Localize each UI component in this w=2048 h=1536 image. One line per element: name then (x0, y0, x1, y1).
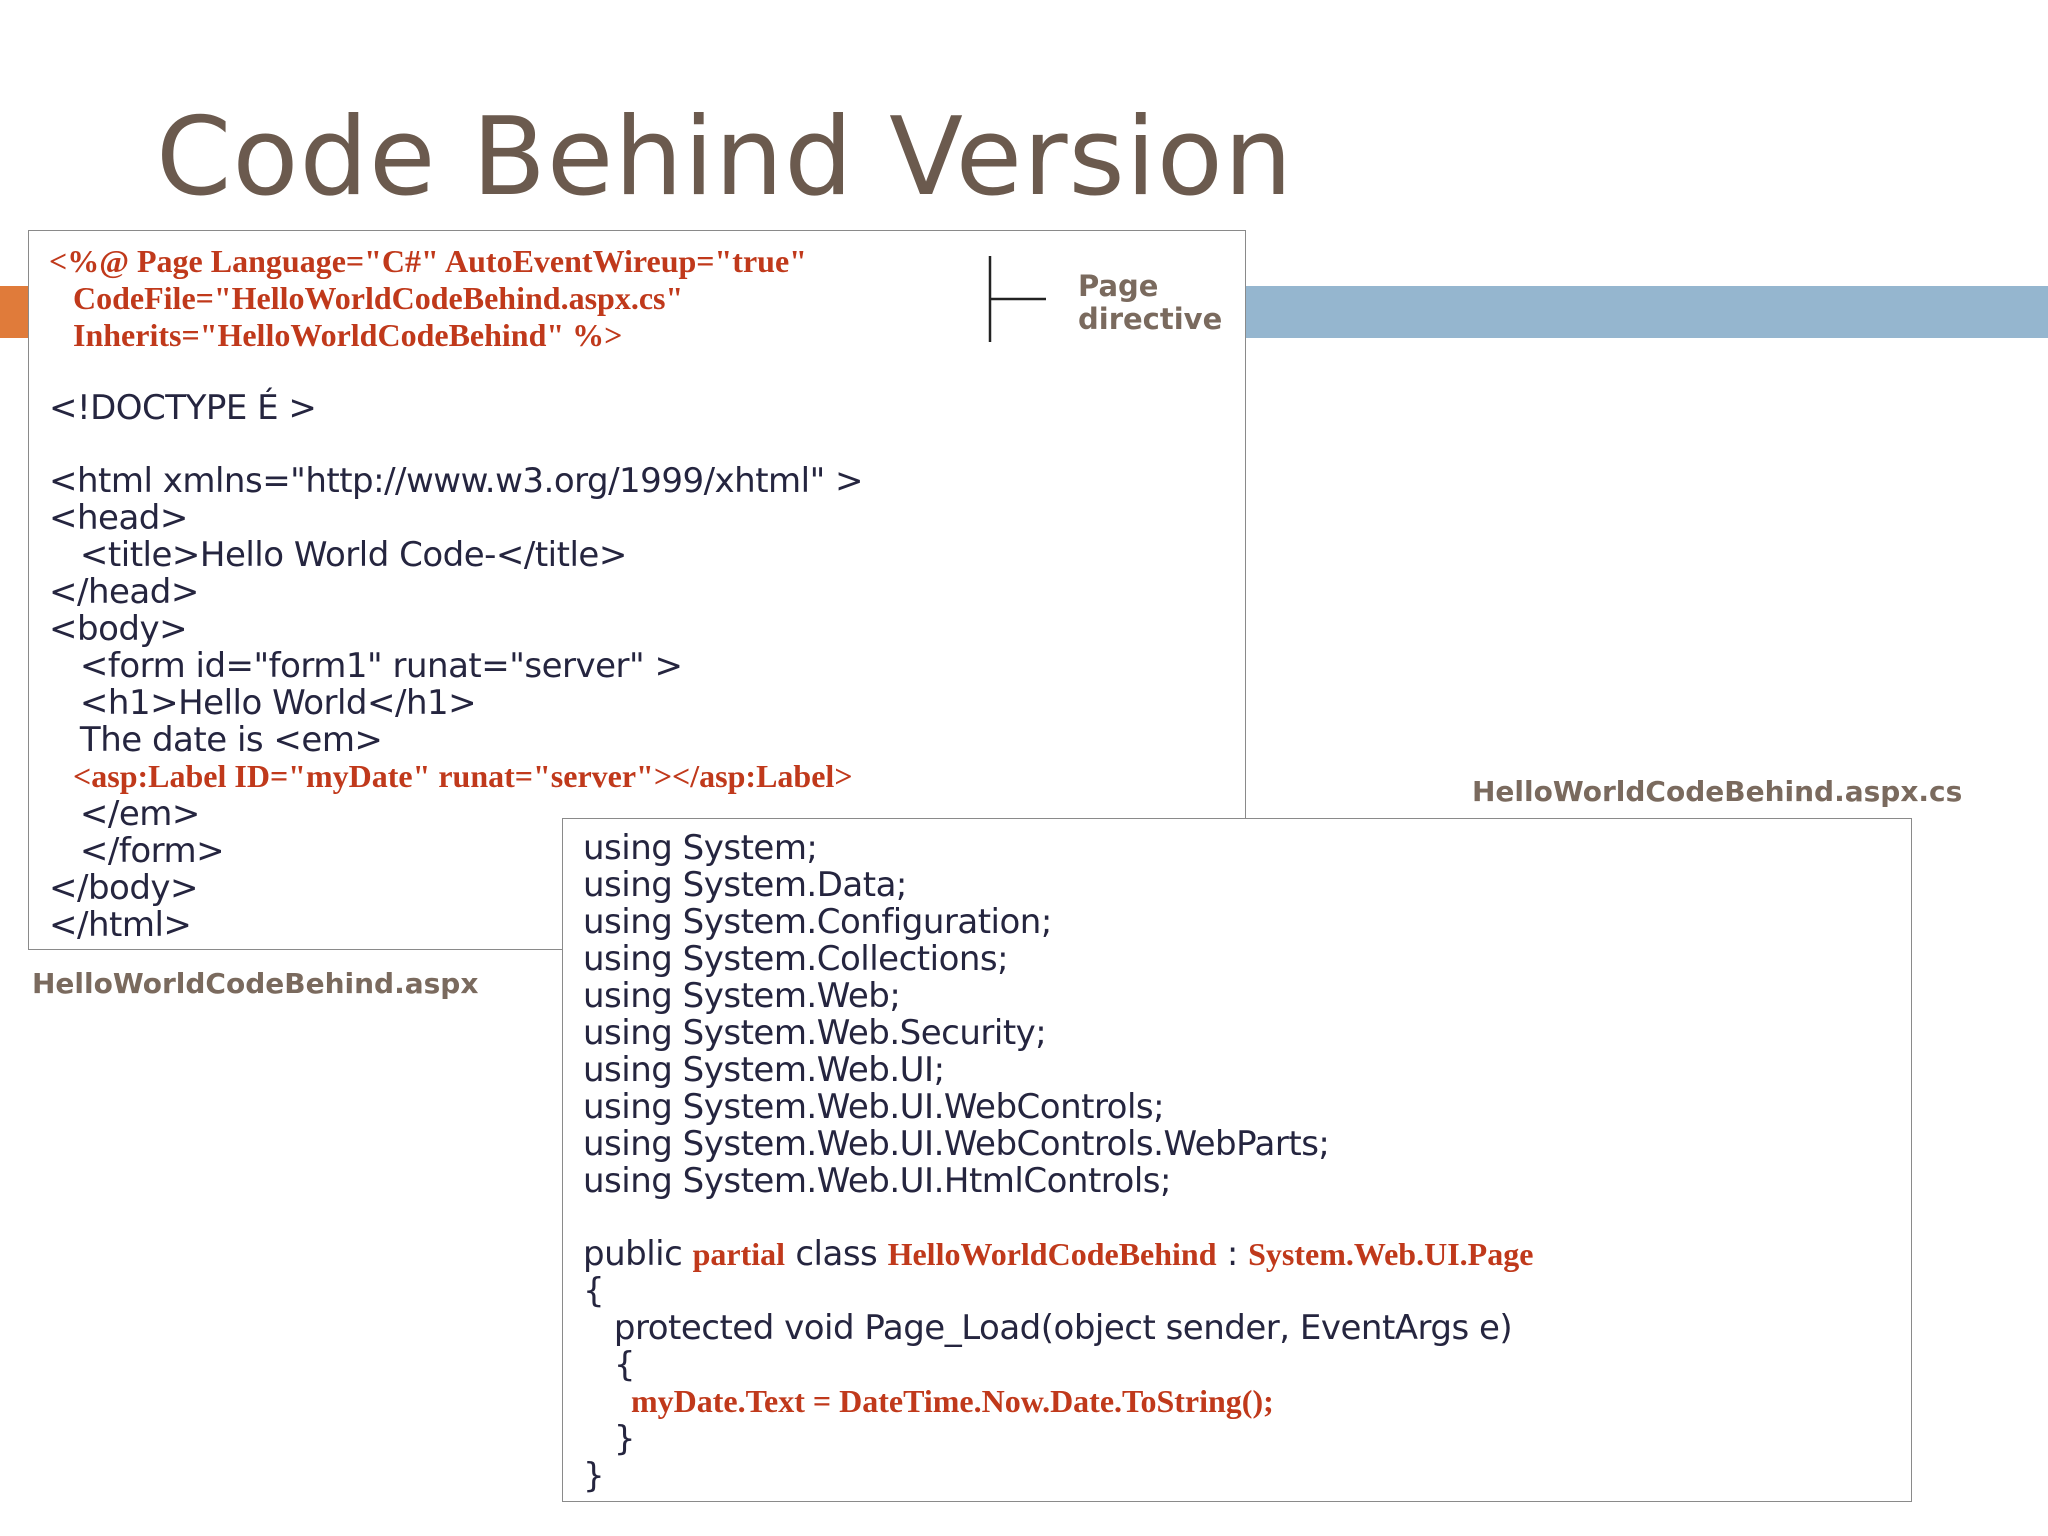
directive-annotation: Page directive (1078, 269, 1223, 337)
accent-bar-blue (1246, 286, 2048, 338)
code-line: using System.Collections; (583, 939, 1009, 979)
code-line: { (583, 1271, 605, 1311)
code-line: CodeFile="HelloWorldCodeBehind.aspx.cs" (49, 280, 684, 316)
code-token: class (785, 1234, 888, 1274)
code-line: { (583, 1345, 636, 1385)
code-line: </body> (49, 868, 199, 908)
slide-title: Code Behind Version (156, 95, 1294, 220)
directive-label-line2: directive (1078, 302, 1223, 337)
code-line: </head> (49, 572, 199, 612)
code-token: partial (692, 1236, 786, 1272)
accent-bar-orange (0, 286, 28, 338)
code-line: </html> (49, 905, 192, 945)
code-line: <body> (49, 609, 188, 649)
code-line: myDate.Text = DateTime.Now.Date.ToString… (583, 1383, 1274, 1419)
class-declaration-line: public partial class HelloWorldCodeBehin… (583, 1237, 1533, 1271)
code-line: using System.Web.UI.HtmlControls; (583, 1161, 1171, 1201)
code-token: : (1216, 1234, 1249, 1274)
code-line: <!DOCTYPE É > (49, 388, 317, 428)
code-line: } (583, 1419, 636, 1459)
code-line: <head> (49, 498, 188, 538)
code-token: public (583, 1234, 693, 1274)
code-line: </em> (49, 794, 200, 834)
code-line: using System; (583, 828, 818, 868)
code-line: <%@ Page Language="C#" AutoEventWireup="… (49, 243, 807, 279)
code-line: using System.Web.UI; (583, 1050, 945, 1090)
directive-label-line1: Page (1078, 269, 1159, 303)
cs-file-label: HelloWorldCodeBehind.aspx.cs (1472, 775, 1963, 808)
code-token: HelloWorldCodeBehind (887, 1236, 1217, 1272)
code-line: <h1>Hello World</h1> (49, 683, 477, 723)
aspx-file-label: HelloWorldCodeBehind.aspx (32, 967, 479, 1000)
code-line: <html xmlns="http://www.w3.org/1999/xhtm… (49, 461, 864, 501)
code-line: } (583, 1456, 605, 1496)
directive-bracket-icon (988, 256, 1046, 342)
code-line: Inherits="HelloWorldCodeBehind" %> (49, 317, 623, 353)
code-line: using System.Web; (583, 976, 901, 1016)
code-line: using System.Web.UI.WebControls.WebParts… (583, 1124, 1330, 1164)
code-line: <asp:Label ID="myDate" runat="server"></… (49, 758, 853, 794)
cs-code-panel: using System; using System.Data; using S… (562, 818, 1912, 1502)
code-line: </form> (49, 831, 225, 871)
code-line: <form id="form1" runat="server" > (49, 646, 683, 686)
code-line: using System.Data; (583, 865, 907, 905)
code-line: The date is <em> (49, 720, 383, 760)
code-line: protected void Page_Load(object sender, … (583, 1308, 1513, 1348)
code-token: System.Web.UI.Page (1248, 1236, 1534, 1272)
code-line: using System.Configuration; (583, 902, 1052, 942)
code-line: using System.Web.Security; (583, 1013, 1047, 1053)
code-line: using System.Web.UI.WebControls; (583, 1087, 1165, 1127)
code-line: <title>Hello World Code-</title> (49, 535, 627, 575)
